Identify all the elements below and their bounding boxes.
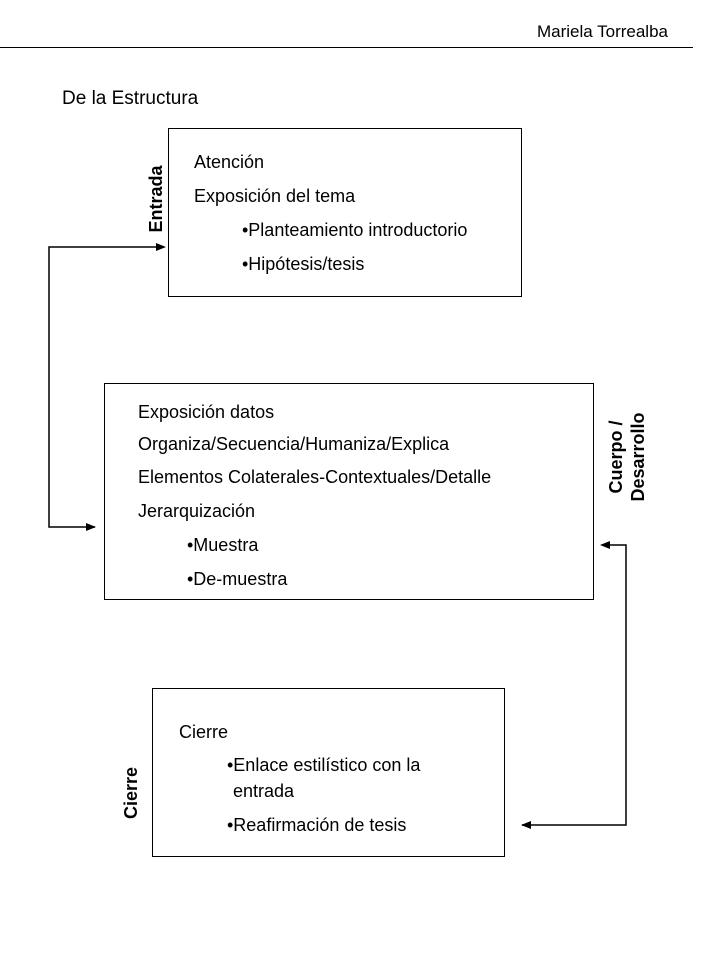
- cierre-bullet-enlace: •Enlace estilístico con la: [227, 755, 421, 775]
- cierre-box: Cierre •Enlace estilístico con la entrad…: [152, 688, 505, 857]
- entrada-box: Atención Exposición del tema •Planteamie…: [168, 128, 522, 297]
- author-name: Mariela Torrealba: [536, 22, 668, 41]
- arrow-cuerpo-cierre: [521, 544, 627, 829]
- page-title: De la Estructura: [62, 88, 199, 109]
- header-divider: [0, 47, 693, 48]
- cuerpo-item-organiza: Organiza/Secuencia/Humaniza/Explica: [138, 434, 450, 454]
- cuerpo-bullet-muestra: •Muestra: [187, 535, 259, 555]
- entrada-bullet-hipotesis: •Hipótesis/tesis: [242, 254, 365, 274]
- cierre-bullet-enlace-cont: entrada: [233, 781, 295, 801]
- cuerpo-box: Exposición datos Organiza/Secuencia/Huma…: [104, 383, 594, 600]
- cuerpo-bullet-de-muestra: •De-muestra: [187, 569, 288, 589]
- entrada-bullet-planteamiento: •Planteamiento introductorio: [242, 220, 468, 240]
- arrowhead-into-cuerpo: [600, 541, 610, 549]
- cuerpo-item-jerarquizacion: Jerarquización: [138, 501, 256, 521]
- arrow-entrada-cuerpo: [48, 246, 160, 531]
- entrada-item-exposicion-tema: Exposición del tema: [194, 186, 356, 206]
- cuerpo-item-exposicion-datos: Exposición datos: [138, 402, 275, 422]
- cuerpo-item-elementos: Elementos Colaterales-Contextuales/Detal…: [138, 467, 492, 487]
- entrada-item-atencion: Atención: [194, 152, 265, 172]
- cierre-item-cierre: Cierre: [179, 722, 229, 742]
- cierre-bullet-reafirmacion: •Reafirmación de tesis: [227, 815, 407, 835]
- arrowhead-into-entrada: [156, 243, 166, 251]
